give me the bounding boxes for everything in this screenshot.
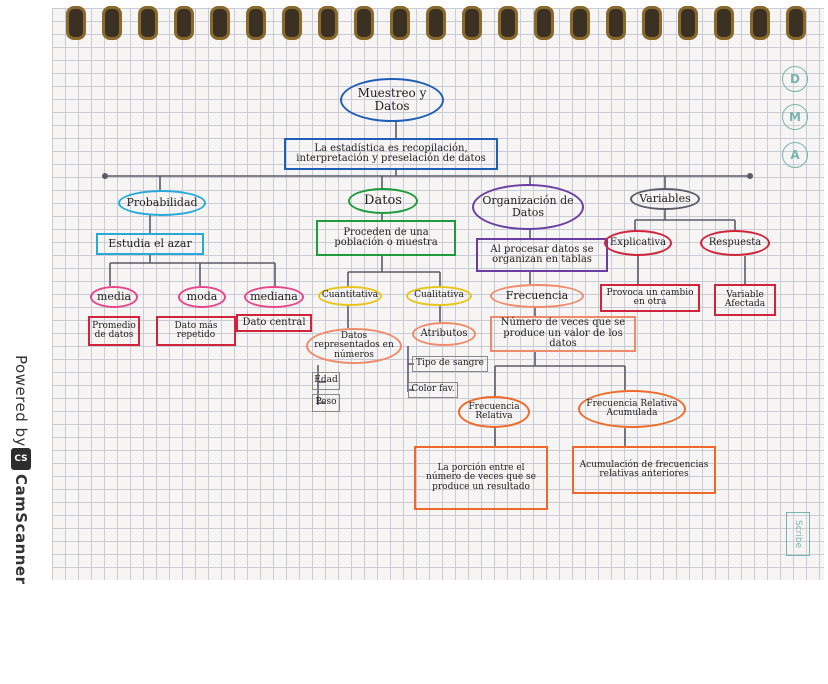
- frecuencia-node: Frecuencia: [490, 284, 584, 308]
- spiral-ring-icon: [354, 6, 374, 40]
- spiral-ring-icon: [102, 6, 122, 40]
- tipo-sangre-node: Tipo de sangre: [412, 356, 488, 372]
- spiral-ring-icon: [498, 6, 518, 40]
- mediana-node: mediana: [244, 286, 304, 308]
- spiral-ring-icon: [174, 6, 194, 40]
- page-badge-a: A: [782, 142, 808, 168]
- connector-lines: [102, 120, 753, 446]
- frecuencia-relativa-node: Frecuencia Relativa: [458, 396, 530, 428]
- spiral-ring-icon: [426, 6, 446, 40]
- spiral-ring-icon: [714, 6, 734, 40]
- media-node: media: [90, 286, 138, 308]
- spiral-ring-icon: [534, 6, 554, 40]
- camscanner-logo-icon: CS: [11, 448, 31, 470]
- spiral-ring-icon: [642, 6, 662, 40]
- scanner-sidebar: Powered by CS CamScanner: [0, 0, 48, 585]
- edad-node: Edad: [312, 372, 340, 390]
- explicativa-node: Explicativa: [604, 230, 672, 256]
- peso-node: Peso: [312, 394, 340, 412]
- cuantitativa-node: Cuantitativa: [318, 286, 382, 306]
- porcion-node: La porción entre el número de veces que …: [414, 446, 548, 510]
- spiral-ring-icon: [138, 6, 158, 40]
- root-topic-node: Muestreo y Datos: [340, 78, 444, 122]
- notebook-brand: Scribe: [786, 512, 810, 556]
- spiral-ring-icon: [462, 6, 482, 40]
- frecuencia-relativa-acumulada-node: Frecuencia Relativa Acumulada: [578, 390, 686, 428]
- spiral-ring-icon: [318, 6, 338, 40]
- estudia-azar-node: Estudia el azar: [96, 233, 204, 255]
- statistics-definition-node: La estadística es recopilación, interpre…: [284, 138, 498, 170]
- spiral-ring-icon: [66, 6, 86, 40]
- spiral-ring-icon: [210, 6, 230, 40]
- color-fav-node: Color fav.: [408, 382, 458, 398]
- probabilidad-node: Probabilidad: [118, 190, 206, 216]
- respuesta-node: Respuesta: [700, 230, 770, 256]
- dato-central-node: Dato central: [236, 314, 312, 332]
- camscanner-brand: CamScanner: [12, 474, 30, 585]
- spiral-ring-icon: [570, 6, 590, 40]
- provoca-cambio-node: Provoca un cambio en otra: [600, 284, 700, 312]
- spiral-ring-icon: [678, 6, 698, 40]
- atributos-node: Atributos: [412, 322, 476, 346]
- acumulacion-node: Acumulación de frecuencias relativas ant…: [572, 446, 716, 494]
- al-procesar-node: Al procesar datos se organizan en tablas: [476, 238, 608, 272]
- promedio-node: Promedio de datos: [88, 316, 140, 346]
- spiral-ring-icon: [606, 6, 626, 40]
- moda-node: moda: [178, 286, 226, 308]
- spiral-ring-icon: [246, 6, 266, 40]
- variables-node: Variables: [630, 188, 700, 210]
- spiral-binding: [52, 0, 824, 40]
- spiral-ring-icon: [750, 6, 770, 40]
- cualitativa-node: Cualitativa: [406, 286, 472, 306]
- datos-node: Datos: [348, 188, 418, 214]
- powered-by-label: Powered by: [12, 355, 30, 447]
- page-badge-m: M: [782, 104, 808, 130]
- datos-representados-node: Datos representados en números: [306, 328, 402, 364]
- page-badge-d: D: [782, 66, 808, 92]
- organizacion-datos-node: Organización de Datos: [472, 184, 584, 230]
- numero-veces-node: Número de veces que se produce un valor …: [490, 316, 636, 352]
- spiral-ring-icon: [282, 6, 302, 40]
- variable-afectada-node: Variable Afectada: [714, 284, 776, 316]
- spiral-ring-icon: [390, 6, 410, 40]
- proceden-node: Proceden de una población o muestra: [316, 220, 456, 256]
- spiral-ring-icon: [786, 6, 806, 40]
- dato-mas-repetido-node: Dato más repetido: [156, 316, 236, 346]
